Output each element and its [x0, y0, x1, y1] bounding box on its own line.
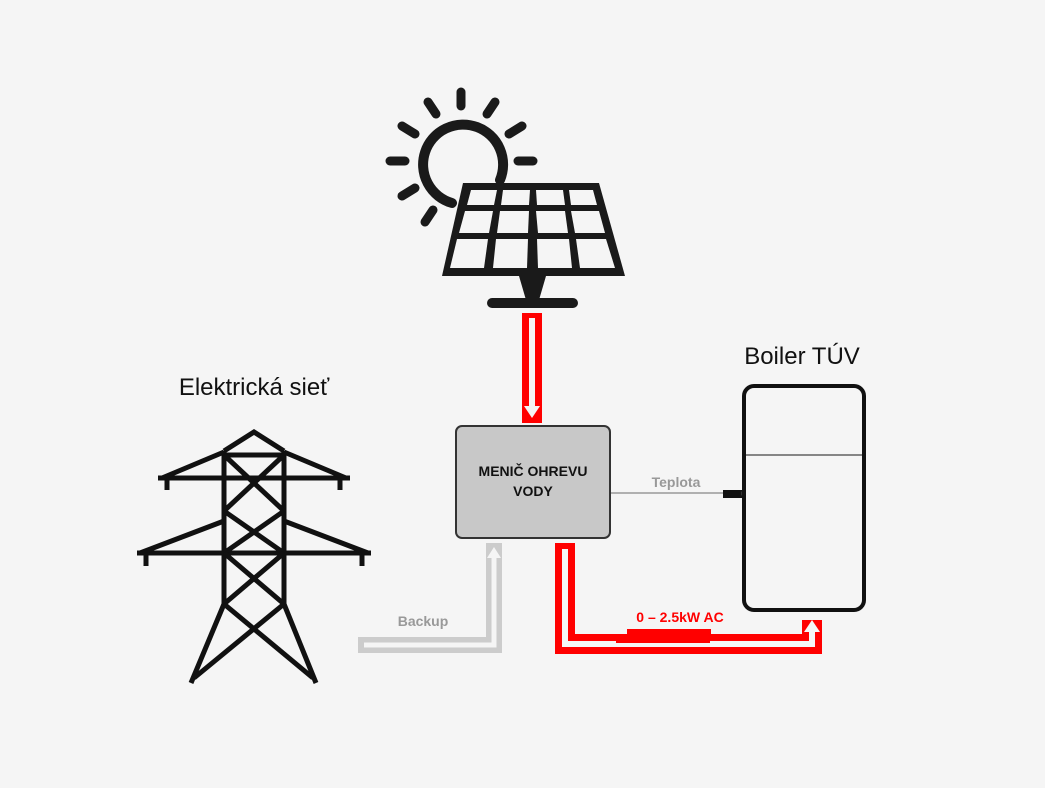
inverter-box[interactable]: MENIČ OHREVU VODY [455, 425, 611, 539]
backup-label: Backup [398, 613, 449, 629]
solar-to-inverter-arrow [522, 313, 542, 423]
boiler-tank[interactable]: Boiler TÚV [742, 343, 866, 612]
backup-arrow: Backup [358, 543, 502, 653]
inverter-label-line2: VODY [513, 483, 553, 499]
temperature-label: Teplota [652, 474, 701, 490]
power-pylon-icon [137, 429, 371, 684]
solar-panel-icon [442, 183, 625, 308]
sun-icon [385, 87, 538, 227]
power-output-label: 0 – 2.5kW AC [636, 609, 723, 625]
inverter-to-boiler-arrow: 0 – 2.5kW AC [555, 543, 822, 654]
grid-label: Elektrická sieť [179, 374, 330, 401]
boiler-label: Boiler TÚV [744, 343, 860, 370]
inverter-label-line1: MENIČ OHREVU [479, 462, 588, 479]
